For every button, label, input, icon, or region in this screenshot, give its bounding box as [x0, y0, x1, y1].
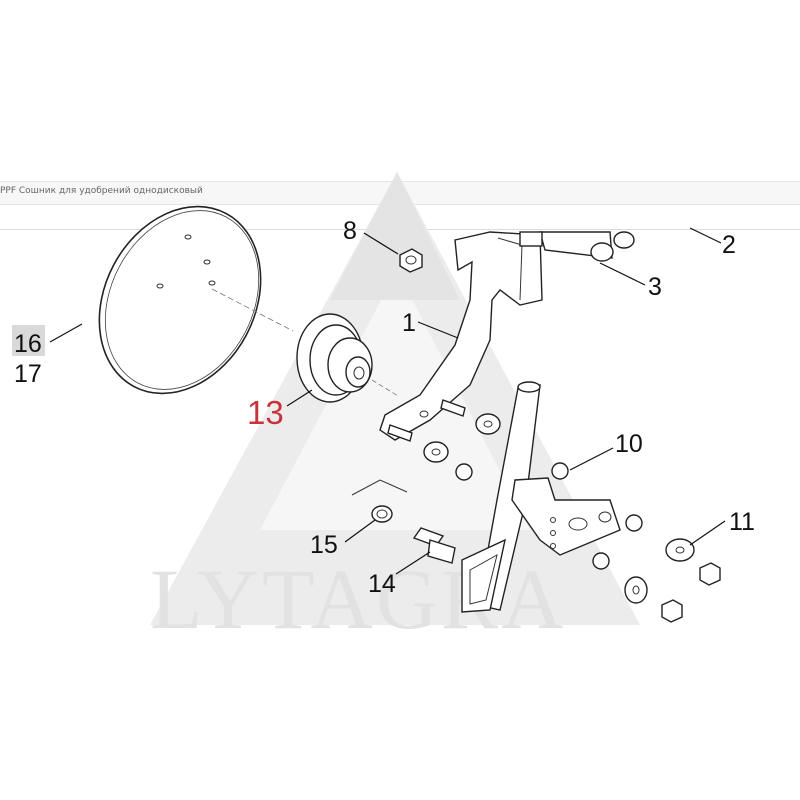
callout-14: 14	[368, 570, 396, 598]
mount-plate-part[interactable]	[511, 477, 621, 556]
page-title: PPF Сошник для удобрений однодисковый	[0, 186, 203, 196]
hub-bearing-part[interactable]	[296, 313, 373, 403]
callout-1: 1	[402, 309, 416, 337]
callout-labels: 8 2 3 1 10 11 13 14 15 16 17	[14, 217, 755, 598]
washer-parts[interactable]	[371, 413, 695, 604]
callout-16[interactable]: 16	[14, 330, 42, 358]
nut-part-8[interactable]	[399, 248, 423, 273]
nut-parts-11[interactable]	[661, 562, 721, 623]
disc-part[interactable]	[68, 178, 292, 421]
callout-15: 15	[310, 531, 338, 559]
callout-17: 17	[14, 360, 42, 388]
callout-13[interactable]: 13	[247, 394, 284, 431]
selected-label-highlight	[12, 325, 45, 356]
callout-11: 11	[729, 508, 755, 536]
bolt-part-14[interactable]	[412, 527, 456, 564]
leader-lines	[49, 227, 726, 575]
callout-8: 8	[343, 217, 357, 245]
callout-2: 2	[722, 231, 736, 259]
callout-10: 10	[615, 430, 643, 458]
callout-3: 3	[648, 273, 662, 301]
coulter-tip-part[interactable]	[461, 538, 506, 613]
stud-bolts[interactable]	[387, 399, 466, 442]
frame-tube-part[interactable]	[519, 231, 635, 262]
